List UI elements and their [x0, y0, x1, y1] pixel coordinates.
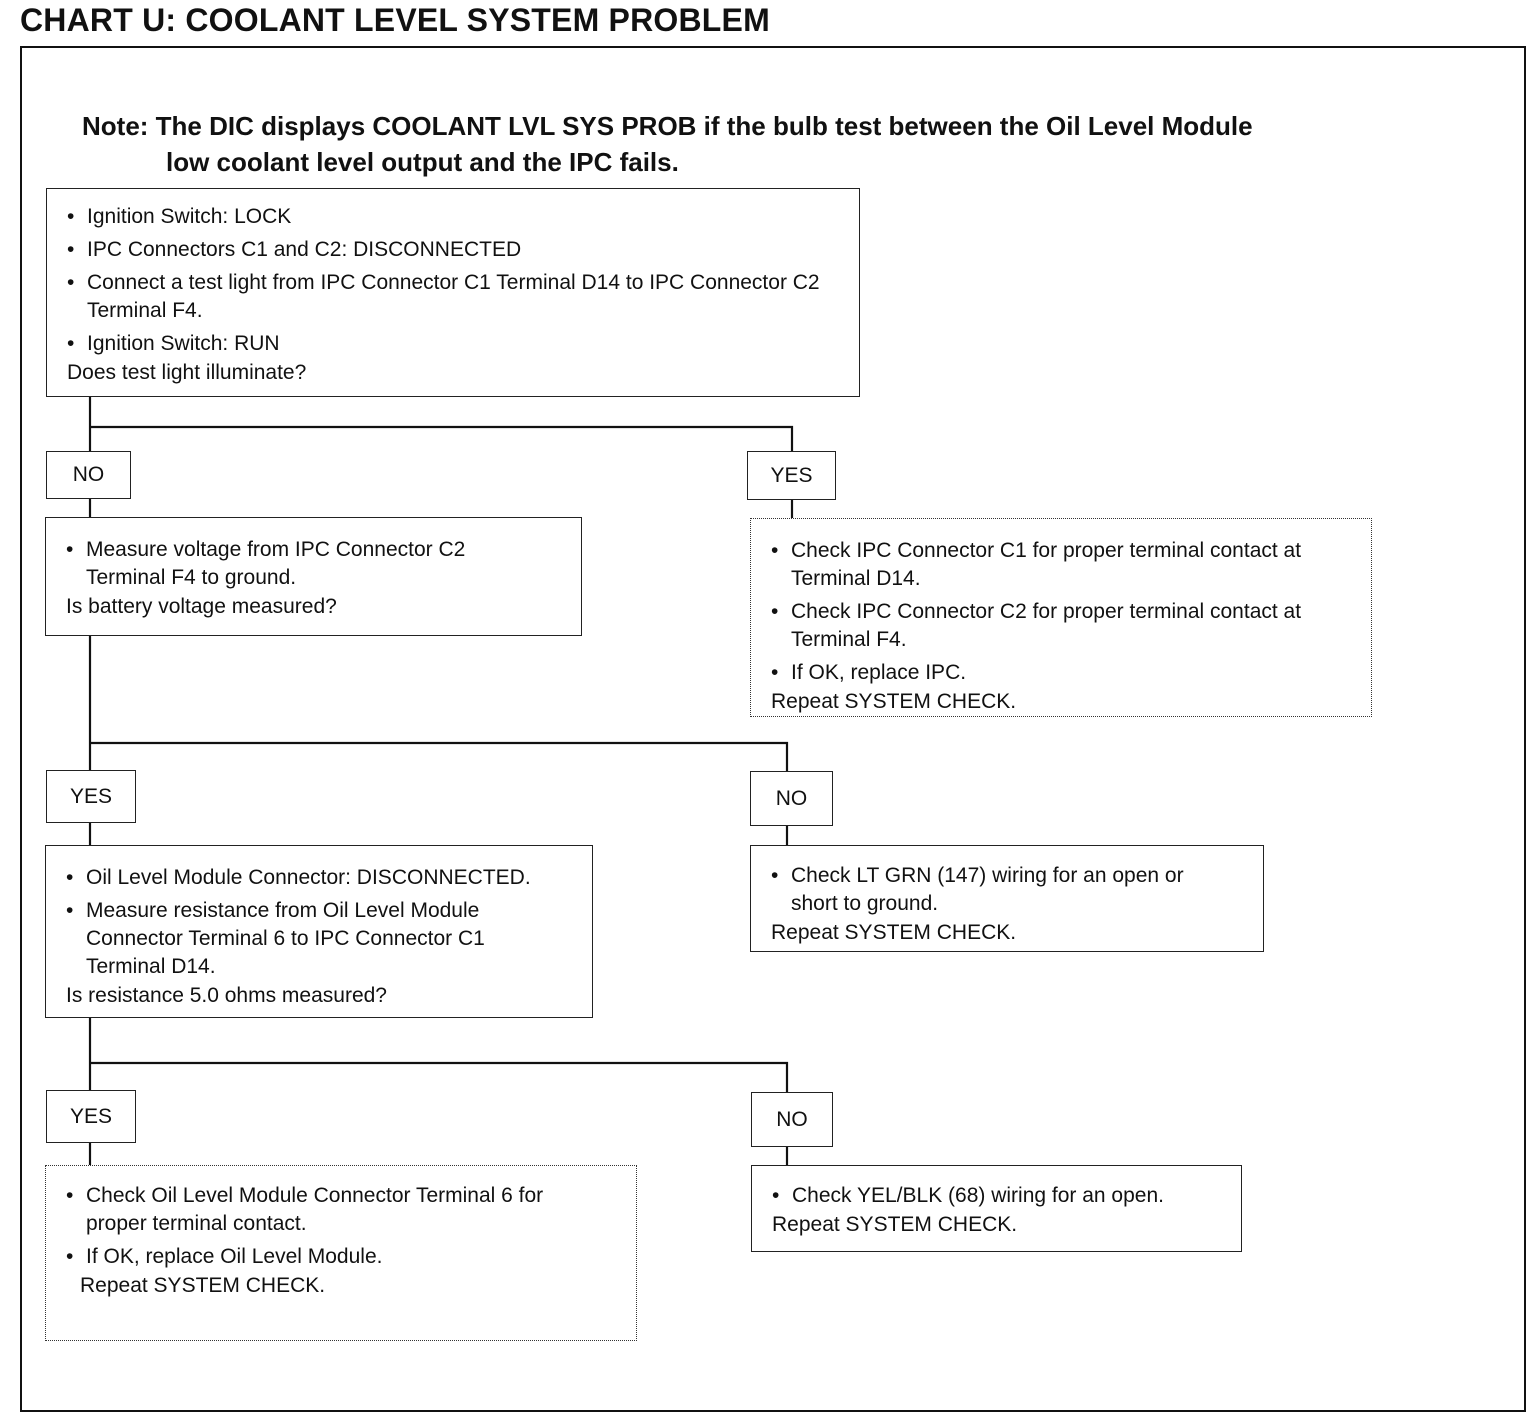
result-item: Check Oil Level Module Connector Termina… — [66, 1182, 616, 1238]
result-footer: Repeat SYSTEM CHECK. — [80, 1274, 326, 1297]
step1-list: Ignition Switch: LOCK IPC Connectors C1 … — [67, 203, 839, 358]
result-step3-no-list: Check YEL/BLK (68) wiring for an open. — [772, 1182, 1221, 1210]
label-step3-yes: YES — [46, 1090, 136, 1143]
result-item: If OK, replace Oil Level Module. — [66, 1243, 616, 1271]
step3-list: Oil Level Module Connector: DISCONNECTED… — [66, 864, 572, 981]
result-step2-no-list: Check LT GRN (147) wiring for an open or… — [771, 862, 1243, 918]
step3-item: Oil Level Module Connector: DISCONNECTED… — [66, 864, 572, 892]
note-line-1: Note: The DIC displays COOLANT LVL SYS P… — [82, 111, 1253, 141]
step1-item: Ignition Switch: RUN — [67, 330, 839, 358]
step2-list: Measure voltage from IPC Connector C2 Te… — [66, 536, 561, 592]
label-step2-yes: YES — [46, 770, 136, 823]
result-step3-no-box: Check YEL/BLK (68) wiring for an open. R… — [751, 1165, 1242, 1252]
result-footer: Repeat SYSTEM CHECK. — [771, 921, 1017, 944]
result-item: If OK, replace IPC. — [771, 659, 1351, 687]
label-step1-yes: YES — [747, 451, 836, 500]
result-step3-yes-list: Check Oil Level Module Connector Termina… — [66, 1182, 616, 1271]
connector-step1-yes — [90, 425, 794, 452]
step3-question: Is resistance 5.0 ohms measured? — [66, 984, 387, 1007]
result-step2-no-box: Check LT GRN (147) wiring for an open or… — [750, 845, 1264, 952]
result-footer: Repeat SYSTEM CHECK. — [771, 690, 1017, 713]
result-step1-yes-list: Check IPC Connector C1 for proper termin… — [771, 537, 1351, 687]
step2-box: Measure voltage from IPC Connector C2 Te… — [45, 517, 582, 636]
step2-item: Measure voltage from IPC Connector C2 Te… — [66, 536, 561, 592]
result-step1-yes-box: Check IPC Connector C1 for proper termin… — [750, 518, 1372, 717]
result-footer: Repeat SYSTEM CHECK. — [772, 1213, 1018, 1236]
connector-step2-no — [90, 741, 789, 772]
page-title: CHART U: COOLANT LEVEL SYSTEM PROBLEM — [20, 2, 770, 38]
chart-note: Note: The DIC displays COOLANT LVL SYS P… — [82, 108, 1502, 180]
label-step3-no: NO — [751, 1092, 833, 1147]
note-line-2: low coolant level output and the IPC fai… — [166, 147, 679, 177]
chart-frame — [20, 46, 1526, 1412]
step2-question: Is battery voltage measured? — [66, 595, 337, 618]
step1-box: Ignition Switch: LOCK IPC Connectors C1 … — [46, 188, 860, 397]
step1-question: Does test light illuminate? — [67, 361, 307, 384]
label-step1-no: NO — [46, 451, 131, 499]
result-step3-yes-box: Check Oil Level Module Connector Termina… — [45, 1165, 637, 1341]
step1-item: IPC Connectors C1 and C2: DISCONNECTED — [67, 236, 839, 264]
result-item: Check YEL/BLK (68) wiring for an open. — [772, 1182, 1221, 1210]
step1-item: Ignition Switch: LOCK — [67, 203, 839, 231]
step3-box: Oil Level Module Connector: DISCONNECTED… — [45, 845, 593, 1018]
connector-step3-no — [90, 1061, 789, 1092]
step3-item: Measure resistance from Oil Level Module… — [66, 897, 572, 981]
result-item: Check IPC Connector C1 for proper termin… — [771, 537, 1351, 593]
step1-item: Connect a test light from IPC Connector … — [67, 269, 839, 325]
result-item: Check LT GRN (147) wiring for an open or… — [771, 862, 1243, 918]
label-step2-no: NO — [750, 771, 833, 826]
result-item: Check IPC Connector C2 for proper termin… — [771, 598, 1351, 654]
